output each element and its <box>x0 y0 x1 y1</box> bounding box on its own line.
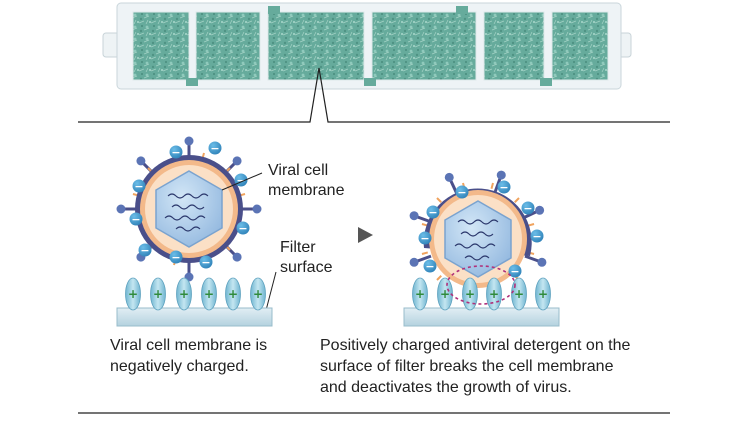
negative-sign: − <box>140 244 149 257</box>
positive-sign: + <box>489 287 499 301</box>
negative-ion-icon <box>521 201 535 215</box>
positive-sign: + <box>179 287 189 301</box>
filter-surface-before: + + + + + + <box>116 277 273 327</box>
spike-tip <box>409 257 419 267</box>
positive-detergent-bead-icon <box>535 277 551 311</box>
virus-after: − − − − − − − − <box>409 170 547 296</box>
negative-sign: − <box>201 256 210 269</box>
negative-sign: − <box>171 251 180 264</box>
zoom-callout-lines <box>78 67 670 123</box>
virus-before: − − − − − − − − − <box>116 136 262 282</box>
spike-tip <box>252 204 262 214</box>
positive-sign: + <box>415 287 425 301</box>
membrane-stub <box>527 223 535 227</box>
positive-detergent-bead-icon <box>150 277 166 311</box>
spike-tip <box>496 170 506 180</box>
filter-surface-label: Filter surface <box>280 238 332 278</box>
spike-tip <box>136 156 146 166</box>
positive-detergent-bead-icon <box>201 277 217 311</box>
negative-ion-icon <box>169 145 183 159</box>
negative-sign: − <box>510 265 519 278</box>
caption-before-line2: negatively charged. <box>110 358 249 375</box>
positive-sign: + <box>440 287 450 301</box>
membrane-stub <box>514 197 520 203</box>
positive-sign: + <box>153 287 163 301</box>
caption-before: Viral cell membrane is negatively charge… <box>110 335 267 377</box>
negative-ion-icon <box>208 141 222 155</box>
caption-after-line1: Positively charged antiviral detergent o… <box>320 337 631 354</box>
positive-sign: + <box>228 287 238 301</box>
viral-membrane-label-line1: Viral cell <box>268 162 329 179</box>
negative-sign: − <box>428 206 437 219</box>
positive-detergent-bead-icon <box>176 277 192 311</box>
membrane-stub <box>490 182 494 190</box>
negative-ion-icon <box>418 231 432 245</box>
negative-sign: − <box>499 181 508 194</box>
caption-after-line3: and deactivates the growth of virus. <box>320 379 572 396</box>
negative-sign: − <box>171 146 180 159</box>
air-filter-illustration <box>102 2 632 90</box>
caption-before-line1: Viral cell membrane is <box>110 337 268 354</box>
spike-tip <box>232 156 242 166</box>
negative-sign: − <box>210 142 219 155</box>
negative-ion-icon <box>132 179 146 193</box>
negative-sign: − <box>131 213 140 226</box>
filter-surface-label-line2: surface <box>280 259 333 276</box>
positive-sign: + <box>538 287 548 301</box>
positive-sign: + <box>128 287 138 301</box>
positive-detergent-bead-icon <box>462 277 478 311</box>
negative-sign: − <box>523 202 532 215</box>
positive-detergent-bead-icon <box>250 277 266 311</box>
spike-tip <box>409 211 419 221</box>
spike-tip <box>444 172 454 182</box>
negative-ion-icon <box>423 259 437 273</box>
membrane-break-highlight <box>446 265 516 305</box>
filter-surface-label-line1: Filter <box>280 239 316 256</box>
caption-after-line2: surface of filter breaks the cell membra… <box>320 358 614 375</box>
negative-sign: − <box>425 260 434 273</box>
negative-ion-icon <box>455 185 469 199</box>
membrane-stub <box>436 197 442 203</box>
positive-sign: + <box>253 287 263 301</box>
positive-detergent-bead-icon <box>437 277 453 311</box>
negative-sign: − <box>420 232 429 245</box>
negative-sign: − <box>134 180 143 193</box>
spike-tip <box>232 252 242 262</box>
negative-ion-icon <box>169 250 183 264</box>
viral-membrane-label-line2: membrane <box>268 182 345 199</box>
positive-sign: + <box>204 287 214 301</box>
negative-ion-icon <box>199 255 213 269</box>
spike-tip <box>184 136 194 146</box>
positive-sign: + <box>514 287 524 301</box>
negative-ion-icon <box>497 180 511 194</box>
viral-membrane-label: Viral cell membrane <box>268 161 344 201</box>
negative-sign: − <box>532 230 541 243</box>
negative-ion-icon <box>426 205 440 219</box>
positive-detergent-bead-icon <box>125 277 141 311</box>
positive-sign: + <box>465 287 475 301</box>
negative-ion-icon <box>508 264 522 278</box>
next-step-arrow-icon <box>358 227 373 243</box>
spike-tip <box>535 205 545 215</box>
membrane-stub <box>421 251 429 255</box>
negative-ion-icon <box>236 221 250 235</box>
spike-tip <box>537 257 547 267</box>
negative-sign: − <box>238 222 247 235</box>
negative-ion-icon <box>530 229 544 243</box>
negative-sign: − <box>236 174 245 187</box>
spike-tip <box>116 204 126 214</box>
membrane-stub <box>436 275 442 281</box>
positive-detergent-bead-icon <box>412 277 428 311</box>
negative-ion-icon <box>129 212 143 226</box>
positive-detergent-bead-icon <box>225 277 241 311</box>
negative-ion-icon <box>138 243 152 257</box>
caption-after: Positively charged antiviral detergent o… <box>320 335 630 398</box>
filter-surface-after: + + + + + + <box>403 265 560 327</box>
negative-sign: − <box>457 186 466 199</box>
